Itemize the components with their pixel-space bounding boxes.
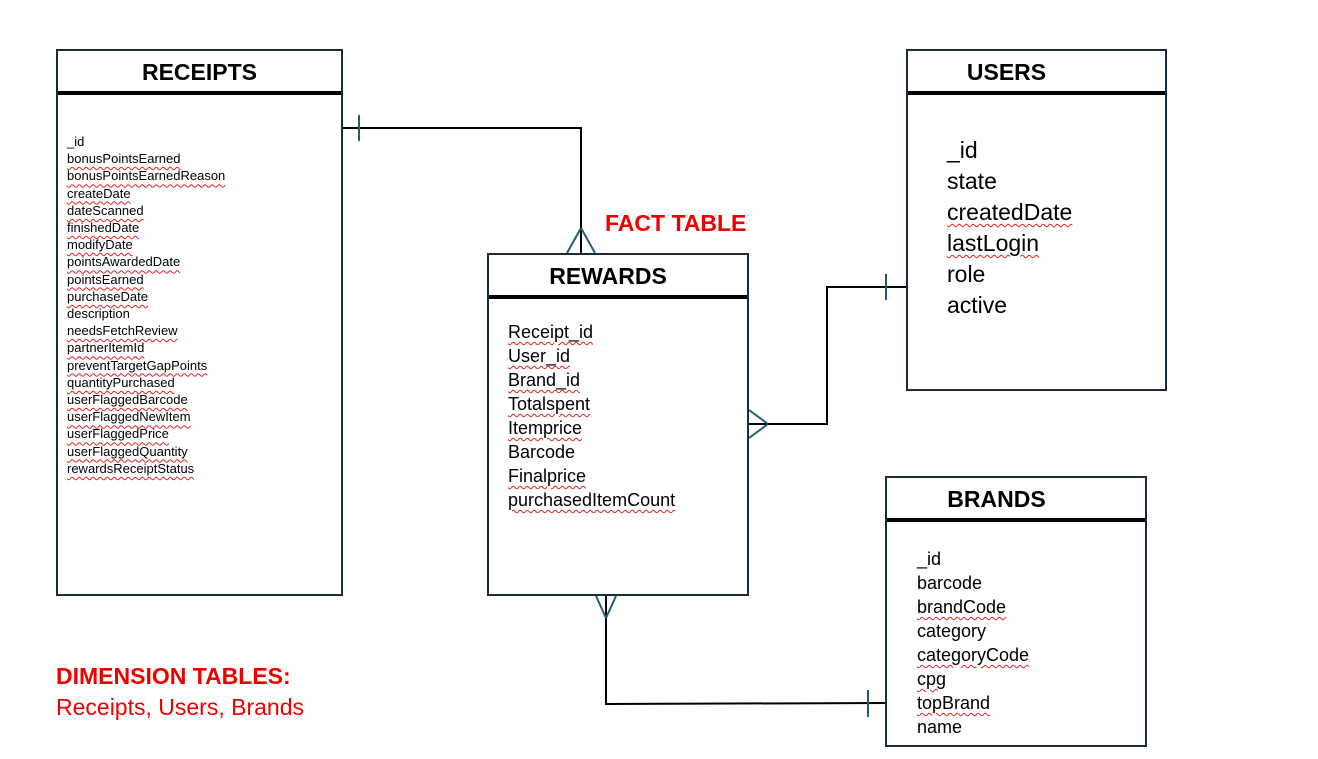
field-item: Brand_id [508, 370, 581, 390]
header-divider [908, 91, 1165, 95]
field-item: brandCode [917, 597, 1007, 617]
field-item: _id [947, 137, 978, 163]
many-crowfoot-marker [595, 595, 617, 619]
connector-receipts-rewards [343, 115, 596, 254]
field-item: pointsAwardedDate [67, 254, 181, 270]
connector-users-rewards [748, 274, 906, 439]
connector-line [343, 127, 582, 253]
field-item: quantityPurchased [67, 374, 175, 390]
field-item: createdDate [947, 199, 1073, 225]
many-crowfoot-marker [748, 409, 769, 439]
field-item: Finalprice [508, 466, 587, 486]
field-item: _id [917, 549, 942, 569]
field-item: category [917, 621, 987, 641]
field-item: barcode [917, 573, 983, 593]
field-item: _id [67, 134, 85, 149]
fact-table-label: FACT TABLE [605, 210, 747, 236]
field-item: Itemprice [508, 418, 583, 438]
field-item: userFlaggedQuantity [67, 443, 188, 459]
header-divider [58, 91, 341, 95]
many-crowfoot-marker [566, 227, 596, 254]
entity-title: BRANDS [947, 486, 1046, 512]
field-item: finishedDate [67, 220, 140, 236]
field-item: bonusPointsEarned [67, 151, 181, 167]
field-item: Receipt_id [508, 322, 594, 342]
field-item: cpg [917, 669, 947, 689]
field-item: state [947, 168, 997, 194]
field-item: purchasedItemCount [508, 490, 676, 510]
connector-line [605, 596, 886, 706]
field-item: pointsEarned [67, 271, 144, 287]
field-item: purchaseDate [67, 288, 148, 304]
connector-brands-rewards [595, 595, 886, 717]
field-item: role [947, 261, 986, 287]
entity-title: USERS [966, 59, 1047, 85]
field-item: Totalspent [508, 394, 591, 414]
field-item: userFlaggedBarcode [67, 392, 188, 408]
field-item: createDate [67, 185, 131, 201]
entity-title: RECEIPTS [141, 59, 258, 85]
dimension-tables-list: Receipts, Users, Brands [56, 694, 304, 720]
connector-line [749, 286, 906, 425]
field-item: User_id [508, 346, 571, 366]
field-item: lastLogin [947, 230, 1040, 256]
field-item: userFlaggedPrice [67, 426, 169, 442]
field-item: rewardsReceiptStatus [67, 460, 195, 476]
field-item: description [67, 306, 130, 322]
field-item: modifyDate [67, 237, 133, 253]
field-item: bonusPointsEarnedReason [67, 168, 226, 184]
field-item: partnerItemId [67, 340, 145, 356]
field-item: dateScanned [67, 202, 144, 218]
entity-title: REWARDS [549, 263, 667, 289]
field-item: preventTargetGapPoints [67, 357, 208, 373]
field-item: active [947, 292, 1008, 318]
header-divider [887, 518, 1145, 522]
header-divider [489, 295, 747, 299]
dimension-tables-heading: DIMENSION TABLES: [56, 663, 291, 689]
field-item: userFlaggedNewItem [67, 409, 191, 425]
field-item: Barcode [508, 442, 576, 462]
field-item: name [917, 717, 963, 737]
field-item: categoryCode [917, 645, 1030, 665]
field-item: needsFetchReview [67, 323, 178, 339]
field-item: topBrand [917, 693, 991, 713]
